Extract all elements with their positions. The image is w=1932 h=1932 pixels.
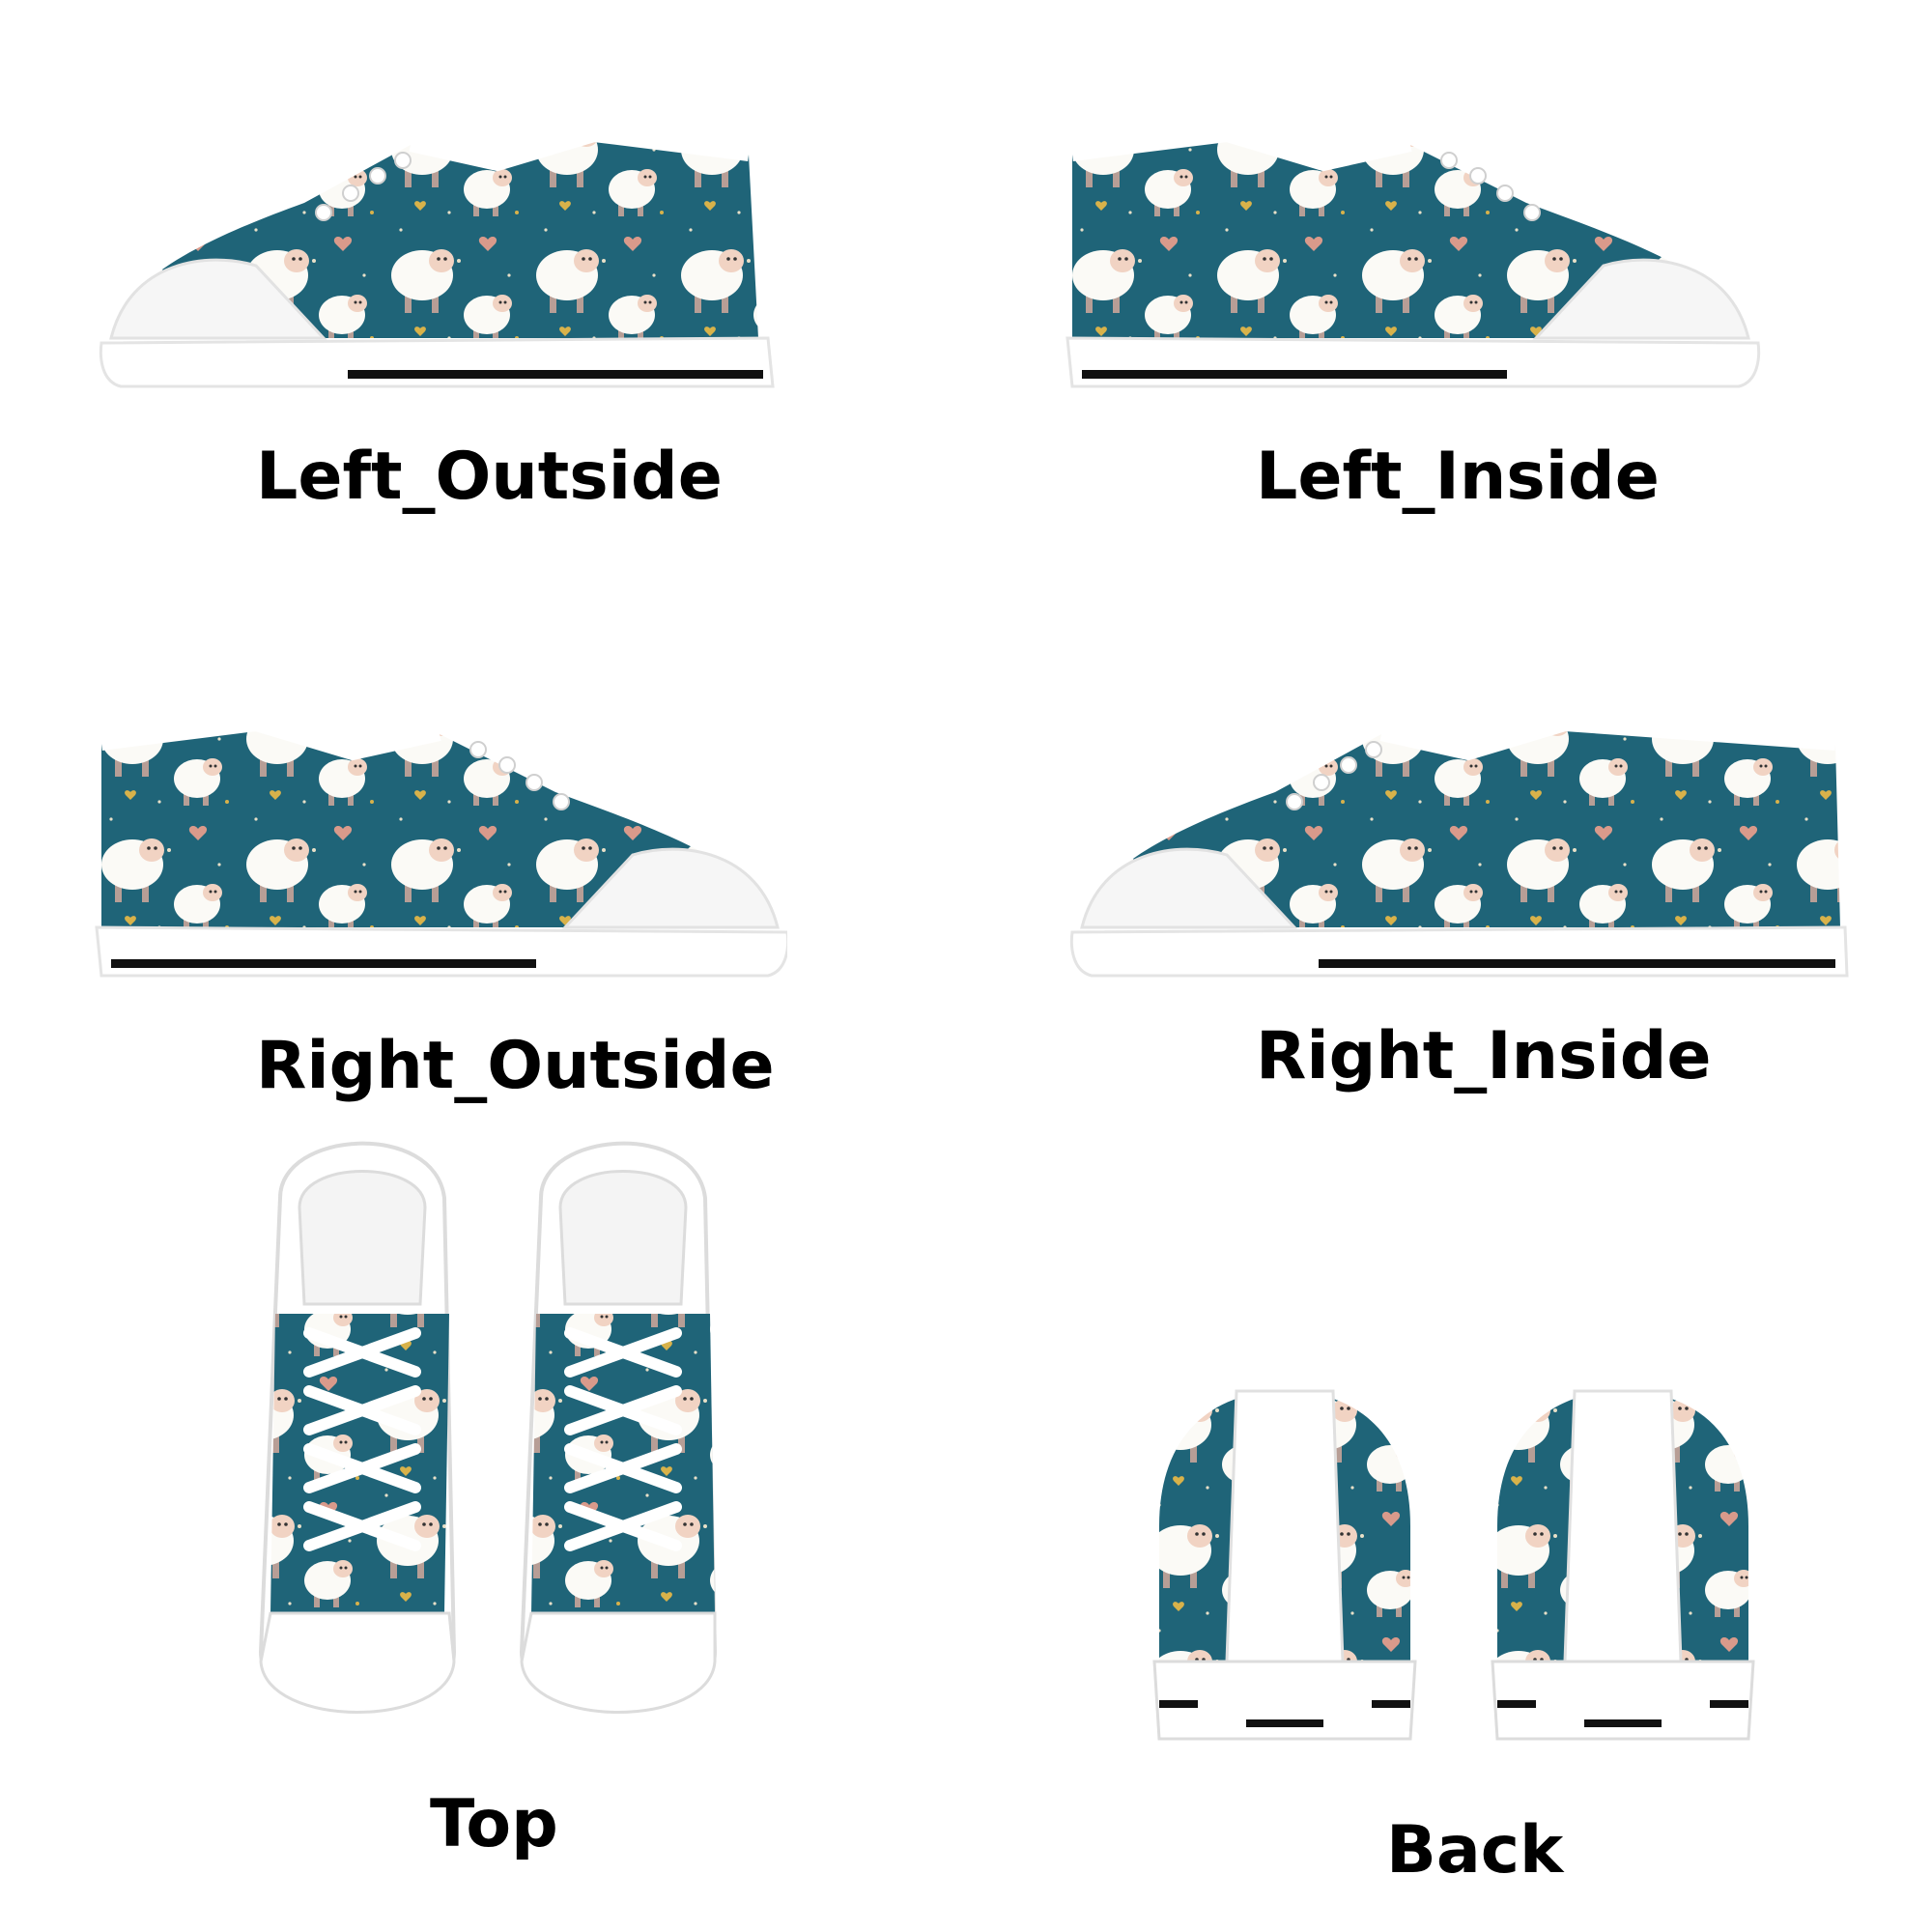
label-left-outside: Left_Outside [256, 439, 723, 515]
shoe-right-inside [1069, 717, 1849, 978]
back-left-shoe [1152, 1389, 1417, 1741]
label-left-inside: Left_Inside [1256, 439, 1660, 515]
label-top: Top [430, 1786, 558, 1862]
right-inside-view: Right_Inside [1063, 686, 1855, 1090]
label-right-outside: Right_Outside [256, 1028, 775, 1104]
shoe-left-outside [99, 128, 775, 388]
left-outside-view: Left_Outside [92, 97, 787, 510]
label-back: Back [1386, 1812, 1564, 1889]
back-view: Back [1140, 1372, 1797, 1913]
top-left-shoe [258, 1141, 457, 1714]
top-right-shoe [519, 1141, 718, 1714]
top-view: Top [222, 1111, 763, 1903]
right-outside-view: Right_Outside [92, 686, 787, 1099]
label-right-inside: Right_Inside [1256, 1018, 1712, 1094]
shoes-back [1152, 1389, 1755, 1741]
shoe-right-outside [95, 717, 787, 978]
left-inside-view: Left_Inside [1063, 97, 1855, 510]
shoes-top [258, 1141, 718, 1714]
back-right-shoe [1491, 1389, 1755, 1741]
shoe-left-inside [1065, 128, 1761, 388]
